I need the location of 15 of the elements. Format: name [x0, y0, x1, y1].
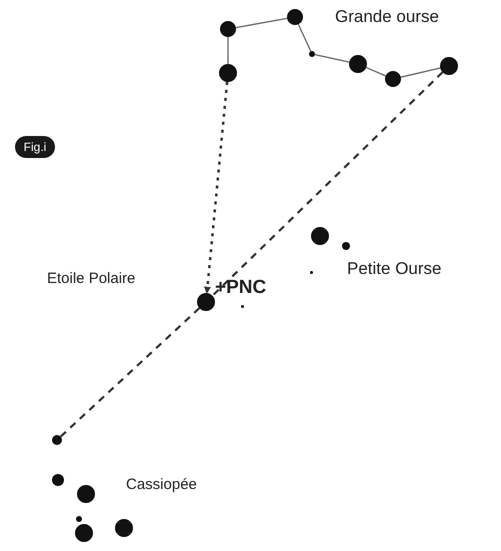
- dashed-line: [212, 71, 444, 297]
- constellation-line: [314, 54, 350, 63]
- figure-badge: Fig.i: [15, 136, 55, 158]
- constellation-label: Petite Ourse: [347, 258, 442, 280]
- pole-label: +PNC: [215, 276, 266, 300]
- constellation-line: [236, 18, 288, 28]
- constellation-label: Cassiopée: [126, 476, 197, 495]
- star-label: Etoile Polaire: [47, 270, 136, 289]
- dashed-line: [60, 307, 200, 438]
- constellation-line: [227, 37, 229, 64]
- constellation-line: [298, 24, 312, 52]
- constellation-label: Grande ourse: [335, 6, 439, 28]
- constellation-line: [366, 66, 386, 76]
- constellation-line: [400, 67, 440, 78]
- dotted-arrow: [204, 82, 228, 294]
